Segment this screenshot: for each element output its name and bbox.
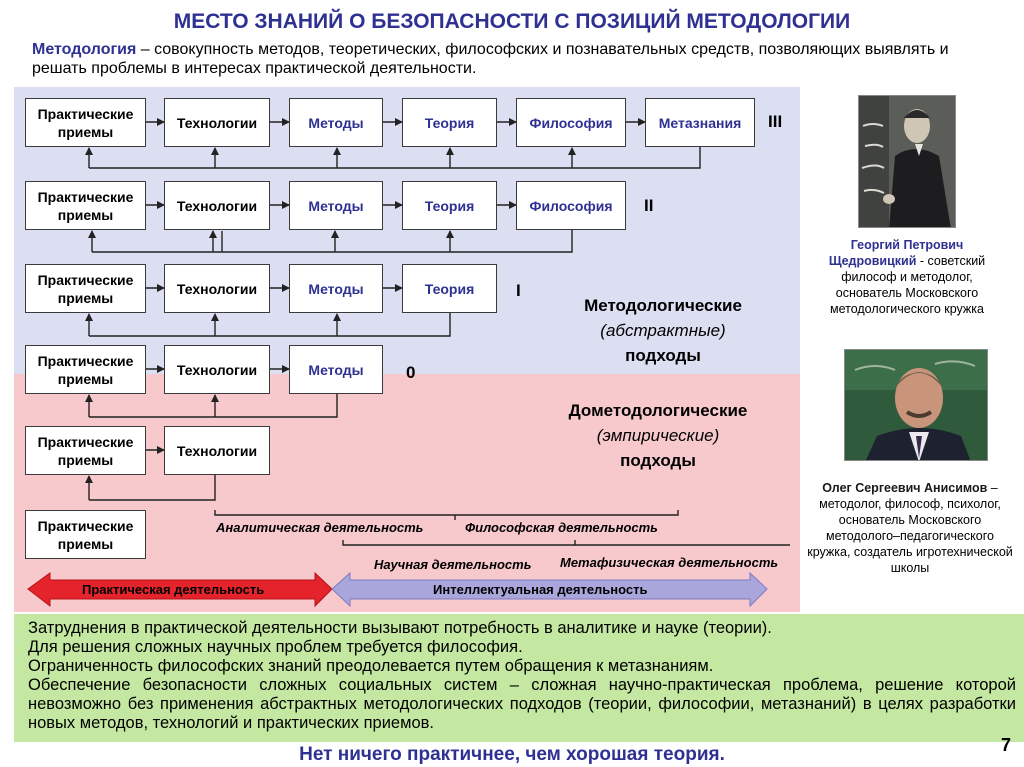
definition-term: Методология bbox=[32, 41, 137, 58]
anisimov-name: Олег Сергеевич Анисимов bbox=[822, 481, 988, 495]
methodology-definition: Методология – совокупность методов, теор… bbox=[32, 40, 992, 78]
philosophic-activity-label: Философская деятельность bbox=[465, 520, 658, 535]
box-theory-r2: Теория bbox=[402, 181, 497, 230]
shchedrovitsky-name: Георгий Петрович Щедровицкий bbox=[828, 238, 964, 268]
box-practical-techniques-r2: Практические приемы bbox=[25, 181, 146, 230]
practical-activity-label: Практическая деятельность bbox=[82, 582, 265, 597]
box-technologies-r1: Технологии bbox=[164, 264, 270, 313]
box-methods-r3: Методы bbox=[289, 98, 383, 147]
anisimov-caption: Олег Сергеевич Анисимов – методолог, фил… bbox=[803, 480, 1017, 576]
page-number: 7 bbox=[1000, 735, 1011, 755]
box-technologies-r3: Технологии bbox=[164, 98, 270, 147]
level-label-r0: 0 bbox=[406, 363, 416, 382]
metaphysical-activity-label: Метафизическая деятельность bbox=[560, 555, 779, 570]
box-practical-techniques-r3: Практические приемы bbox=[25, 98, 146, 147]
intellectual-arrow-shape bbox=[331, 571, 768, 608]
box-theory-r1: Теория bbox=[402, 264, 497, 313]
methodological-approaches-label: Методологические (абстрактные) подходы bbox=[584, 296, 742, 365]
shchedrovitsky-desc: - советский философ и методолог, основат… bbox=[829, 254, 986, 316]
box-philosophy-r3: Философия bbox=[516, 98, 626, 147]
conclusion-item: Обеспечение безопасности сложных социаль… bbox=[28, 676, 1016, 732]
conclusion-item: Ограниченность философских знаний преодо… bbox=[28, 657, 714, 675]
level-label-r1: I bbox=[516, 281, 521, 300]
box-methods-r2: Методы bbox=[289, 181, 383, 230]
box-practical-techniques-r6: Практические приемы bbox=[25, 510, 146, 559]
box-philosophy-r2: Философия bbox=[516, 181, 626, 230]
motto-text: Нет ничего практичнее, чем хорошая теори… bbox=[299, 744, 725, 765]
conclusion-item: Для решения сложных научных проблем треб… bbox=[28, 638, 523, 656]
conclusion-item: Затруднения в практической деятельности … bbox=[28, 619, 772, 637]
premethodological-approaches-label: Дометодологические (эмпирические) подход… bbox=[568, 401, 748, 470]
level-label-r3: III bbox=[768, 112, 783, 131]
box-technologies-r0: Технологии bbox=[164, 345, 270, 394]
conclusions-text: Затруднения в практической деятельности … bbox=[28, 619, 1016, 733]
conclusions-panel bbox=[14, 614, 1024, 742]
box-theory-r3: Теория bbox=[402, 98, 497, 147]
empirical-zone bbox=[14, 374, 800, 612]
box-methods-r1: Методы bbox=[289, 264, 383, 313]
anisimov-photo bbox=[844, 349, 988, 461]
box-technologies-r5: Технологии bbox=[164, 426, 270, 475]
intellectual-activity-label: Интеллектуальная деятельность bbox=[433, 582, 648, 597]
box-practical-techniques-r1: Практические приемы bbox=[25, 264, 146, 313]
analytic-activity-label: Аналитическая деятельность bbox=[216, 520, 424, 535]
box-practical-techniques-r0: Практические приемы bbox=[25, 345, 146, 394]
level-label-r2: II bbox=[644, 196, 654, 215]
box-technologies-r2: Технологии bbox=[164, 181, 270, 230]
box-methods-r0: Методы bbox=[289, 345, 383, 394]
motto-bar bbox=[14, 742, 1024, 767]
box-practical-techniques-r5: Практические приемы bbox=[25, 426, 146, 475]
box-metaknowledge-r3: Метазнания bbox=[645, 98, 755, 147]
slide-title: МЕСТО ЗНАНИЙ О БЕЗОПАСНОСТИ С ПОЗИЦИЙ МЕ… bbox=[173, 10, 851, 33]
shchedrovitsky-photo bbox=[858, 95, 956, 228]
anisimov-desc: – методолог, философ, психолог, основате… bbox=[807, 481, 1013, 575]
shchedrovitsky-caption: Георгий Петрович Щедровицкий - советский… bbox=[808, 237, 1006, 317]
scientific-activity-label: Научная деятельность bbox=[374, 557, 532, 572]
definition-text: – совокупность методов, теоретических, ф… bbox=[32, 41, 949, 77]
